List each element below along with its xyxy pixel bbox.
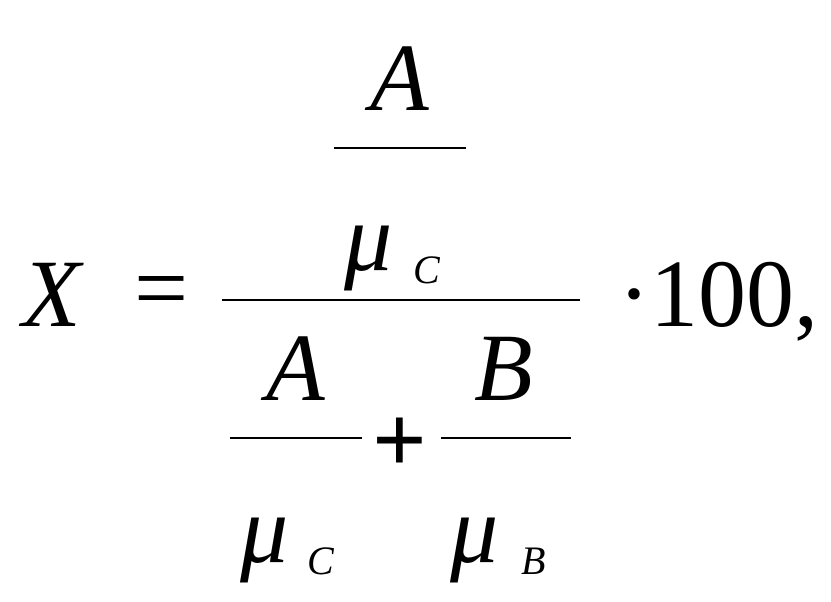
top-fraction-bar xyxy=(334,147,466,149)
multiplier: ·100, xyxy=(618,240,818,347)
top-denominator-mu: μ xyxy=(344,184,393,291)
bottom-right-fraction-bar xyxy=(441,437,571,439)
equals-sign: = xyxy=(134,234,189,341)
bottom-left-numerator: A xyxy=(266,314,325,421)
main-fraction-bar xyxy=(222,299,580,301)
bottom-right-numerator: B xyxy=(474,314,533,421)
top-denominator-subscript: C xyxy=(413,247,440,292)
plus-sign: + xyxy=(372,386,427,493)
lhs-variable: X xyxy=(22,240,81,347)
bottom-left-denominator-mu: μ xyxy=(240,476,289,583)
bottom-right-denominator-subscript: B xyxy=(521,538,546,583)
top-numerator: A xyxy=(370,24,429,131)
bottom-right-denominator-mu: μ xyxy=(450,476,499,583)
bottom-left-denominator-subscript: C xyxy=(307,538,334,583)
bottom-left-fraction-bar xyxy=(230,437,362,439)
